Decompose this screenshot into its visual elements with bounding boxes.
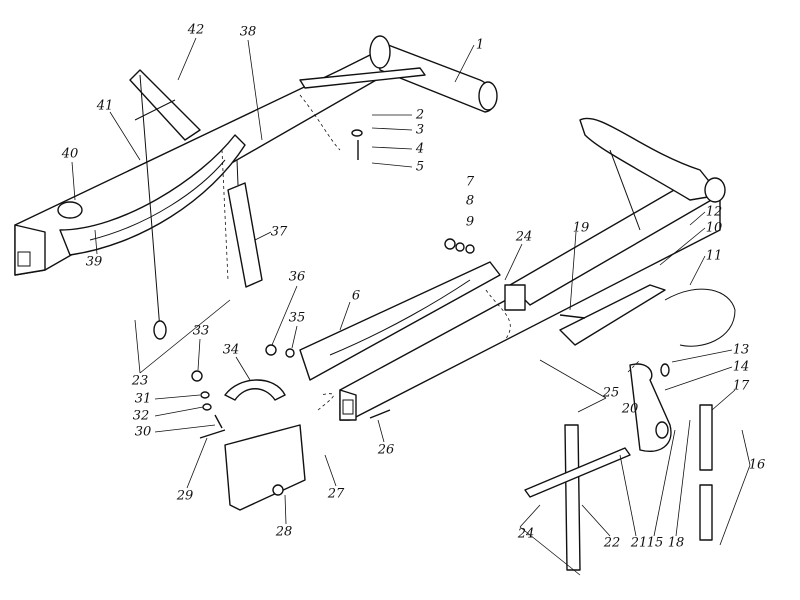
callout-label-18: 18 — [667, 535, 685, 551]
fastener — [200, 391, 210, 399]
callout-label-5: 5 — [415, 159, 425, 175]
callout-label-33: 33 — [192, 323, 210, 339]
callout-label-40: 40 — [61, 146, 79, 162]
callout-label-13: 13 — [732, 342, 750, 358]
fastener — [272, 484, 284, 496]
callout-label-25: 25 — [602, 385, 620, 401]
callout-label-19: 19 — [572, 220, 590, 236]
callout-label-34: 34 — [222, 342, 240, 358]
callout-label-12: 12 — [705, 204, 723, 220]
callout-label-28: 28 — [275, 524, 293, 540]
callout-label-15: 15 — [646, 535, 664, 551]
callout-label-35: 35 — [288, 310, 306, 326]
bracket-assembly — [199, 140, 586, 511]
callout-label-30: 30 — [134, 424, 152, 440]
callout-label-17: 17 — [732, 378, 750, 394]
callout-label-7: 7 — [465, 174, 475, 190]
callout-label-37: 37 — [270, 224, 288, 240]
fastener — [285, 348, 295, 358]
callout-label-24: 24 — [515, 229, 533, 245]
fastener — [191, 370, 203, 382]
callout-label-38: 38 — [239, 24, 257, 40]
callout-label-3: 3 — [415, 122, 425, 138]
callout-label-4: 4 — [415, 141, 425, 157]
callout-label-27: 27 — [327, 486, 345, 502]
callout-label-9: 9 — [465, 214, 475, 230]
leader-lines — [71, 37, 751, 576]
lower-links — [524, 363, 713, 571]
fastener — [351, 129, 363, 137]
callout-label-24: 24 — [517, 526, 535, 542]
callout-label-39: 39 — [85, 254, 103, 270]
callout-label-22: 22 — [603, 535, 621, 551]
fasteners — [191, 129, 670, 496]
callout-label-26: 26 — [377, 442, 395, 458]
callout-label-21: 21 — [630, 535, 648, 551]
callout-label-20: 20 — [621, 401, 639, 417]
callout-label-23: 23 — [131, 373, 149, 389]
right-frame — [299, 117, 736, 421]
callout-label-42: 42 — [187, 22, 205, 38]
cylinder-37 — [221, 149, 263, 288]
callout-label-32: 32 — [132, 408, 150, 424]
fastener — [265, 344, 277, 356]
callout-label-1: 1 — [475, 37, 485, 53]
fastener — [202, 403, 212, 411]
callout-label-8: 8 — [465, 193, 475, 209]
callout-label-16: 16 — [748, 457, 766, 473]
callout-label-41: 41 — [96, 98, 114, 114]
dashed-assembly-lines — [299, 94, 641, 411]
callout-label-11: 11 — [705, 248, 723, 264]
callout-label-36: 36 — [288, 269, 306, 285]
fastener — [444, 238, 456, 250]
callout-label-10: 10 — [705, 220, 723, 236]
fastener — [660, 363, 670, 377]
fastener — [465, 244, 475, 254]
upper-frame — [14, 49, 386, 340]
callout-label-2: 2 — [415, 107, 425, 123]
callout-label-31: 31 — [134, 391, 152, 407]
cross-shaft — [299, 35, 498, 113]
callout-label-6: 6 — [351, 288, 361, 304]
callout-label-14: 14 — [732, 359, 750, 375]
fastener — [455, 242, 465, 252]
callout-label-29: 29 — [176, 488, 194, 504]
